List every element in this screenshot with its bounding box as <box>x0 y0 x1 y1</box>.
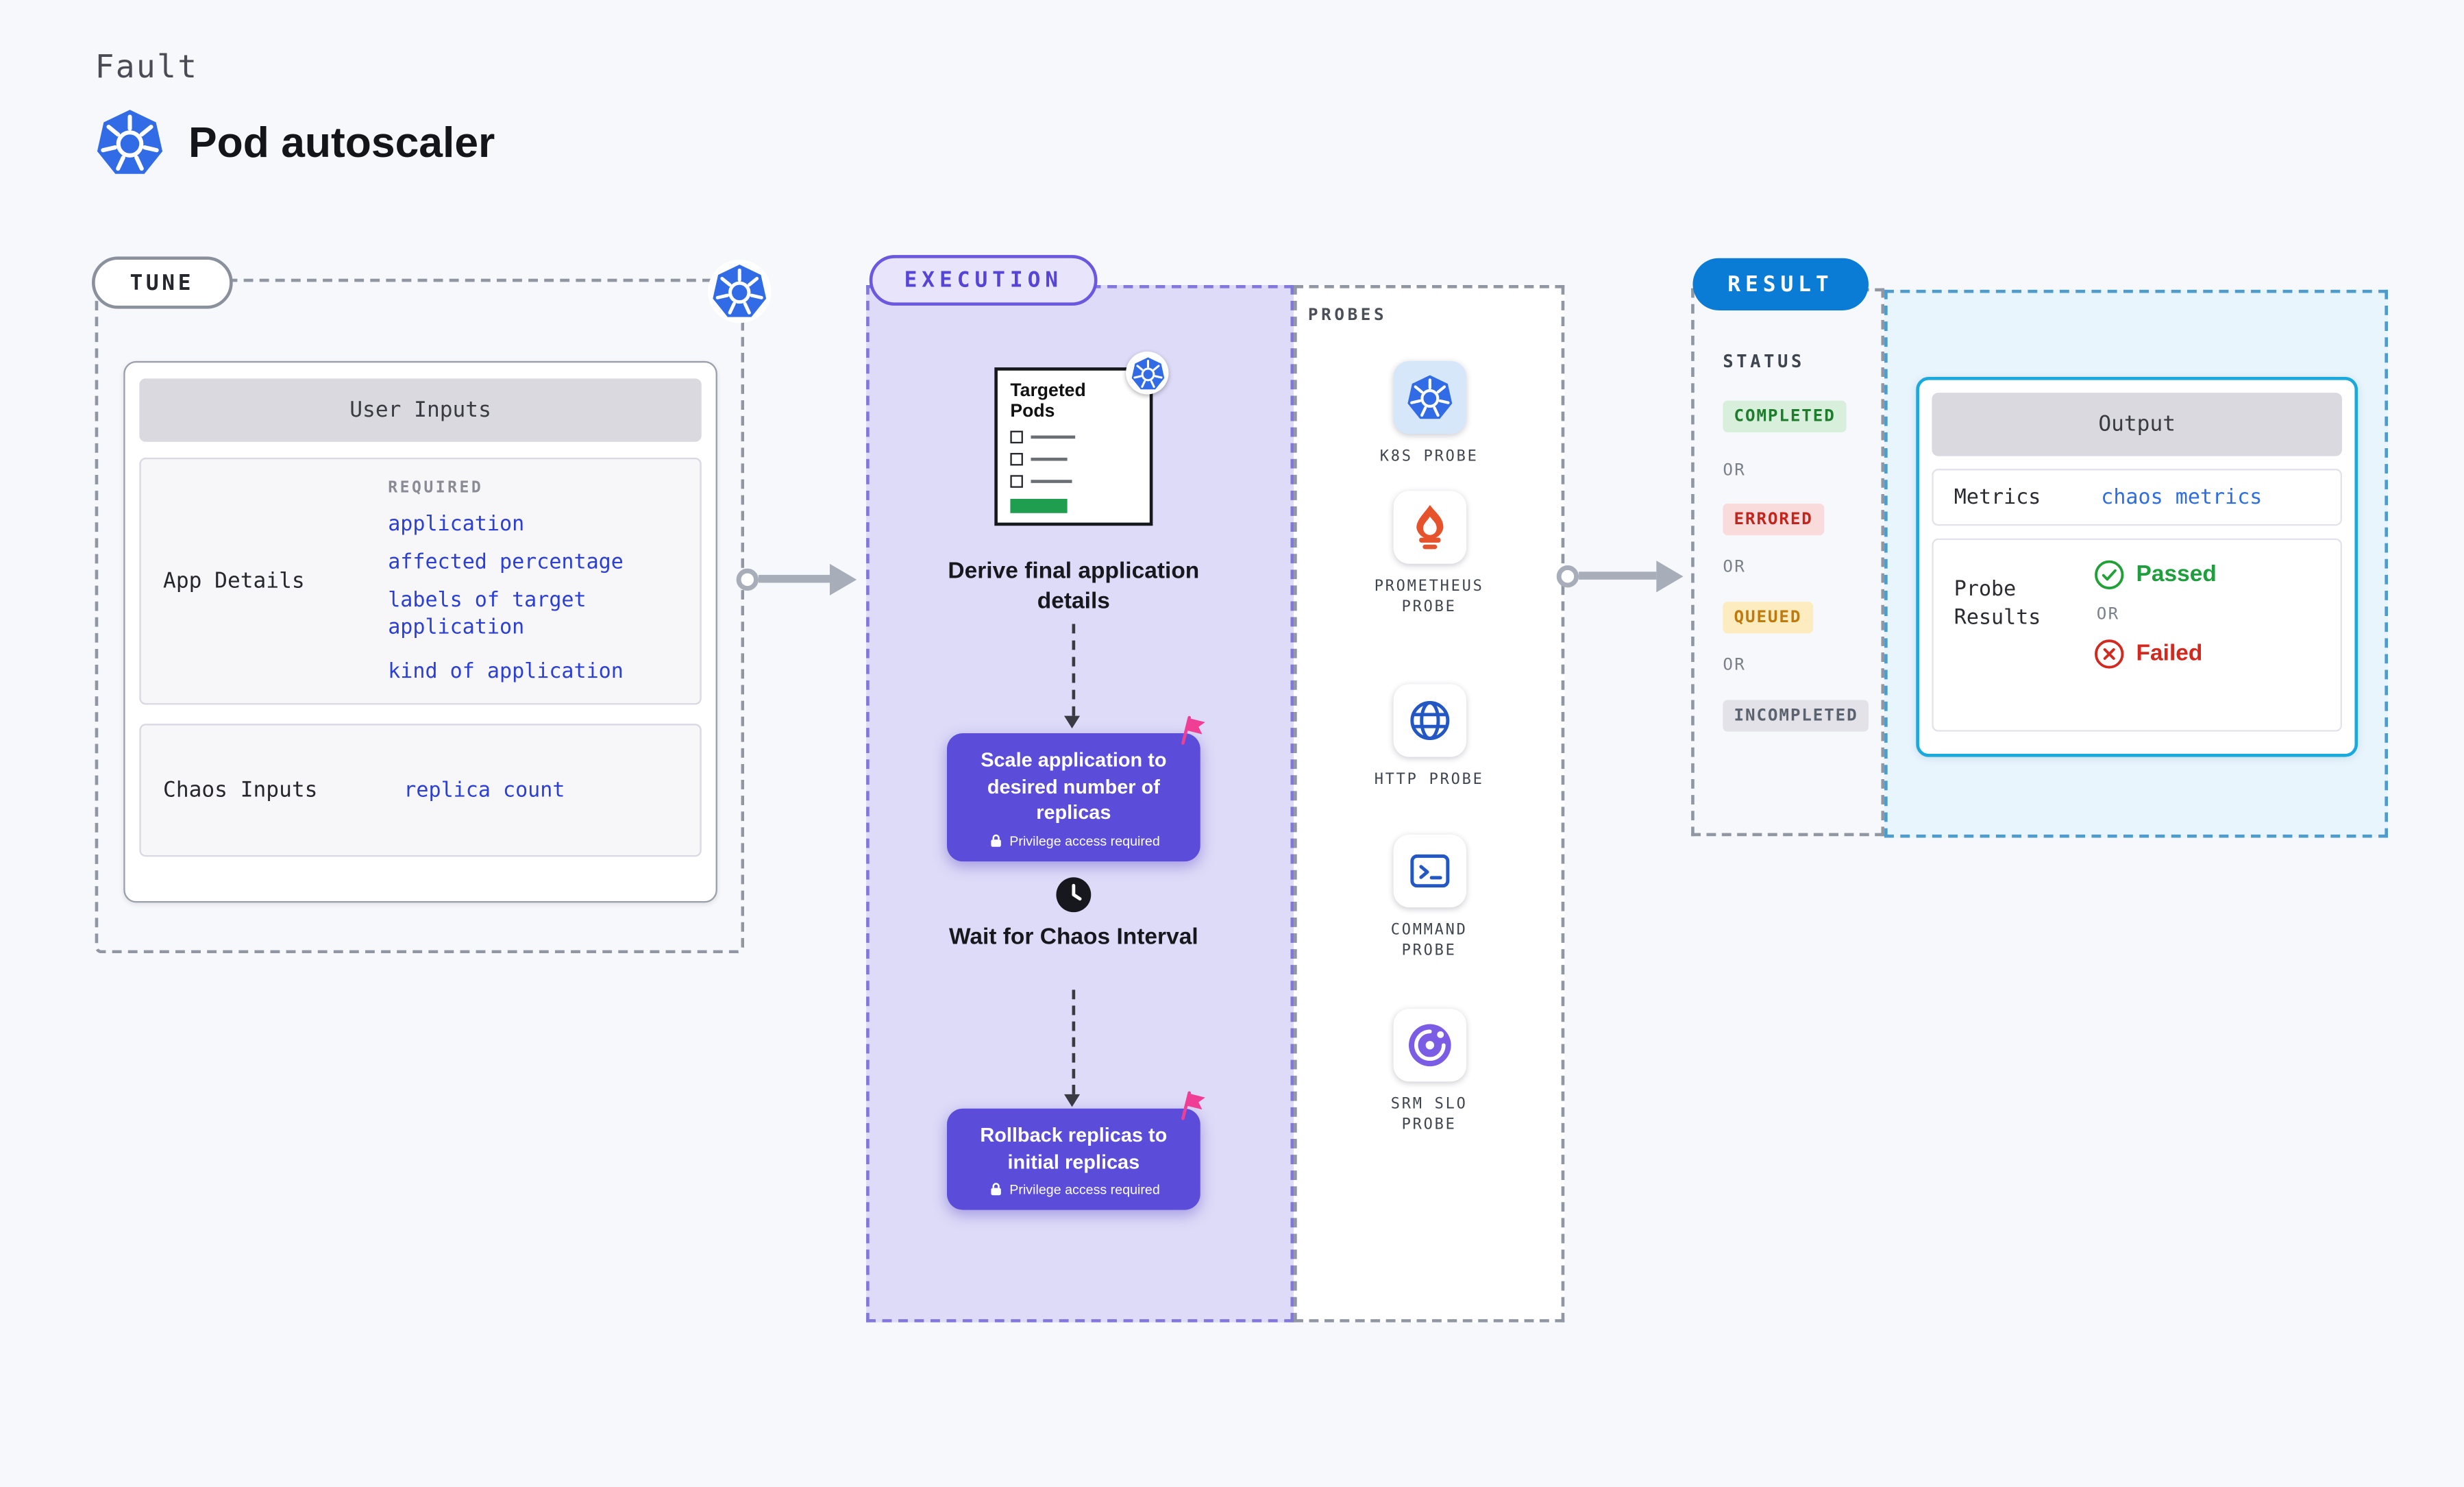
derive-step-label: Derive final application details <box>948 558 1200 615</box>
arrow-head-icon <box>829 563 857 595</box>
probe-label: SRM SLO PROBE <box>1390 1096 1468 1134</box>
failed-status: Failed <box>2093 638 2319 669</box>
execution-pill: EXECUTION <box>869 255 1098 306</box>
scale-step-card: Scale application to desired number of r… <box>946 733 1200 861</box>
metrics-label: Metrics <box>1954 485 2041 509</box>
chaos-inputs-group: Chaos Inputs replica count <box>139 724 702 857</box>
or-label: OR <box>1723 460 1747 480</box>
link-chaos-metrics[interactable]: chaos metrics <box>2101 485 2263 509</box>
arrow-shaft <box>1579 572 1657 580</box>
link-application[interactable]: application <box>388 513 525 537</box>
clock-icon <box>1055 876 1092 913</box>
status-badge-incompleted: INCOMPLETED <box>1723 700 1869 732</box>
probes-title: PROBES <box>1307 306 1388 325</box>
probe-label: HTTP PROBE <box>1374 771 1484 789</box>
link-labels-of-target-application[interactable]: labels of target application <box>388 589 587 640</box>
gauge-icon <box>1392 1009 1466 1082</box>
probe-results-values: Passed OR Failed <box>2093 556 2319 714</box>
connector-dot <box>736 568 759 591</box>
arrow-head-icon <box>1656 561 1684 593</box>
kubernetes-icon <box>708 260 772 323</box>
arrow-down-icon <box>1063 1094 1081 1107</box>
app-details-values: REQUIRED application affected percentage… <box>372 459 700 703</box>
passed-label: Passed <box>2136 562 2217 588</box>
lock-icon <box>987 1181 1003 1197</box>
app-details-label: App Details <box>163 568 305 594</box>
probe-results-row: Probe Results Passed OR Failed <box>1932 538 2342 732</box>
privilege-note: Privilege access required <box>959 1181 1187 1198</box>
privilege-note: Privilege access required <box>959 832 1187 848</box>
globe-icon <box>1392 684 1466 757</box>
arrow-shaft <box>758 574 830 583</box>
wait-step-label: Wait for Chaos Interval <box>948 924 1198 950</box>
status-badge-completed: COMPLETED <box>1723 400 1847 432</box>
arrow-down-icon <box>1063 715 1081 729</box>
link-affected-percentage[interactable]: affected percentage <box>388 551 624 575</box>
checkbox-icon <box>1010 452 1023 466</box>
app-details-group: App Details REQUIRED application affecte… <box>139 457 702 705</box>
probe-item-srm-slo: SRM SLO PROBE <box>1294 1009 1564 1135</box>
connector-dot <box>1556 565 1579 588</box>
user-inputs-card: User Inputs App Details REQUIRED applica… <box>123 360 717 903</box>
output-card: Output Metrics chaos metrics Probe Resul… <box>1916 377 2358 757</box>
result-pill: RESULT <box>1692 258 1869 310</box>
or-label: OR <box>1723 655 1747 675</box>
privilege-note-text: Privilege access required <box>1009 832 1160 848</box>
link-kind-of-application[interactable]: kind of application <box>388 660 624 685</box>
targeted-pods-title: Targeted Pods <box>1010 381 1086 421</box>
kubernetes-icon <box>95 108 165 177</box>
probe-item-prometheus: PROMETHEUS PROBE <box>1294 491 1564 617</box>
lock-icon <box>987 832 1003 848</box>
chaos-inputs-values: replica count <box>372 725 700 855</box>
status-badge-queued: QUEUED <box>1723 602 1813 634</box>
flow-connector <box>1072 624 1076 716</box>
status-title: STATUS <box>1723 352 1805 373</box>
or-label: OR <box>2096 604 2120 624</box>
page-title: Pod autoscaler <box>188 118 495 166</box>
probe-label: COMMAND PROBE <box>1390 922 1468 960</box>
passed-status: Passed <box>2093 559 2319 591</box>
privilege-note-text: Privilege access required <box>1009 1181 1160 1198</box>
probe-label: K8S PROBE <box>1379 448 1479 466</box>
failed-label: Failed <box>2136 641 2203 667</box>
checkbox-icon <box>1010 475 1023 488</box>
probe-item-http: HTTP PROBE <box>1294 684 1564 790</box>
probe-item-k8s: K8S PROBE <box>1294 360 1564 467</box>
check-circle-icon <box>2093 559 2125 591</box>
checkbox-icon <box>1010 430 1023 444</box>
targeted-pods-list <box>1010 430 1137 488</box>
or-label: OR <box>1723 557 1747 577</box>
tune-pill: TUNE <box>92 256 232 309</box>
page-header: Pod autoscaler <box>95 108 495 177</box>
progress-bar <box>1010 498 1068 513</box>
probe-item-command: COMMAND PROBE <box>1294 834 1564 961</box>
tune-section <box>95 278 745 954</box>
status-badge-errored: ERRORED <box>1723 503 1824 536</box>
prometheus-icon <box>1392 491 1466 564</box>
required-label: REQUIRED <box>388 480 484 497</box>
list-line <box>1031 434 1076 439</box>
link-replica-count[interactable]: replica count <box>404 778 565 802</box>
list-line <box>1031 479 1072 484</box>
metrics-row: Metrics chaos metrics <box>1932 469 2342 526</box>
rollback-step-label: Rollback replicas to initial replicas <box>980 1124 1168 1173</box>
chaos-inputs-label: Chaos Inputs <box>163 777 318 803</box>
output-title: Output <box>1932 393 2342 456</box>
rollback-step-card: Rollback replicas to initial replicas Pr… <box>946 1108 1200 1210</box>
terminal-icon <box>1392 834 1466 908</box>
x-circle-icon <box>2093 638 2125 669</box>
user-inputs-title: User Inputs <box>139 378 702 442</box>
flow-connector <box>1072 990 1076 1094</box>
kubernetes-icon <box>1392 360 1466 434</box>
scale-step-label: Scale application to desired number of r… <box>981 749 1167 824</box>
targeted-pods-icon: Targeted Pods <box>994 352 1169 526</box>
kubernetes-icon <box>1126 352 1169 395</box>
list-line <box>1031 457 1068 462</box>
fault-kind-label: Fault <box>95 47 199 86</box>
probes-section <box>1294 284 1565 1323</box>
probe-label: PROMETHEUS PROBE <box>1374 578 1484 616</box>
probe-results-label: Probe Results <box>1954 578 2041 630</box>
